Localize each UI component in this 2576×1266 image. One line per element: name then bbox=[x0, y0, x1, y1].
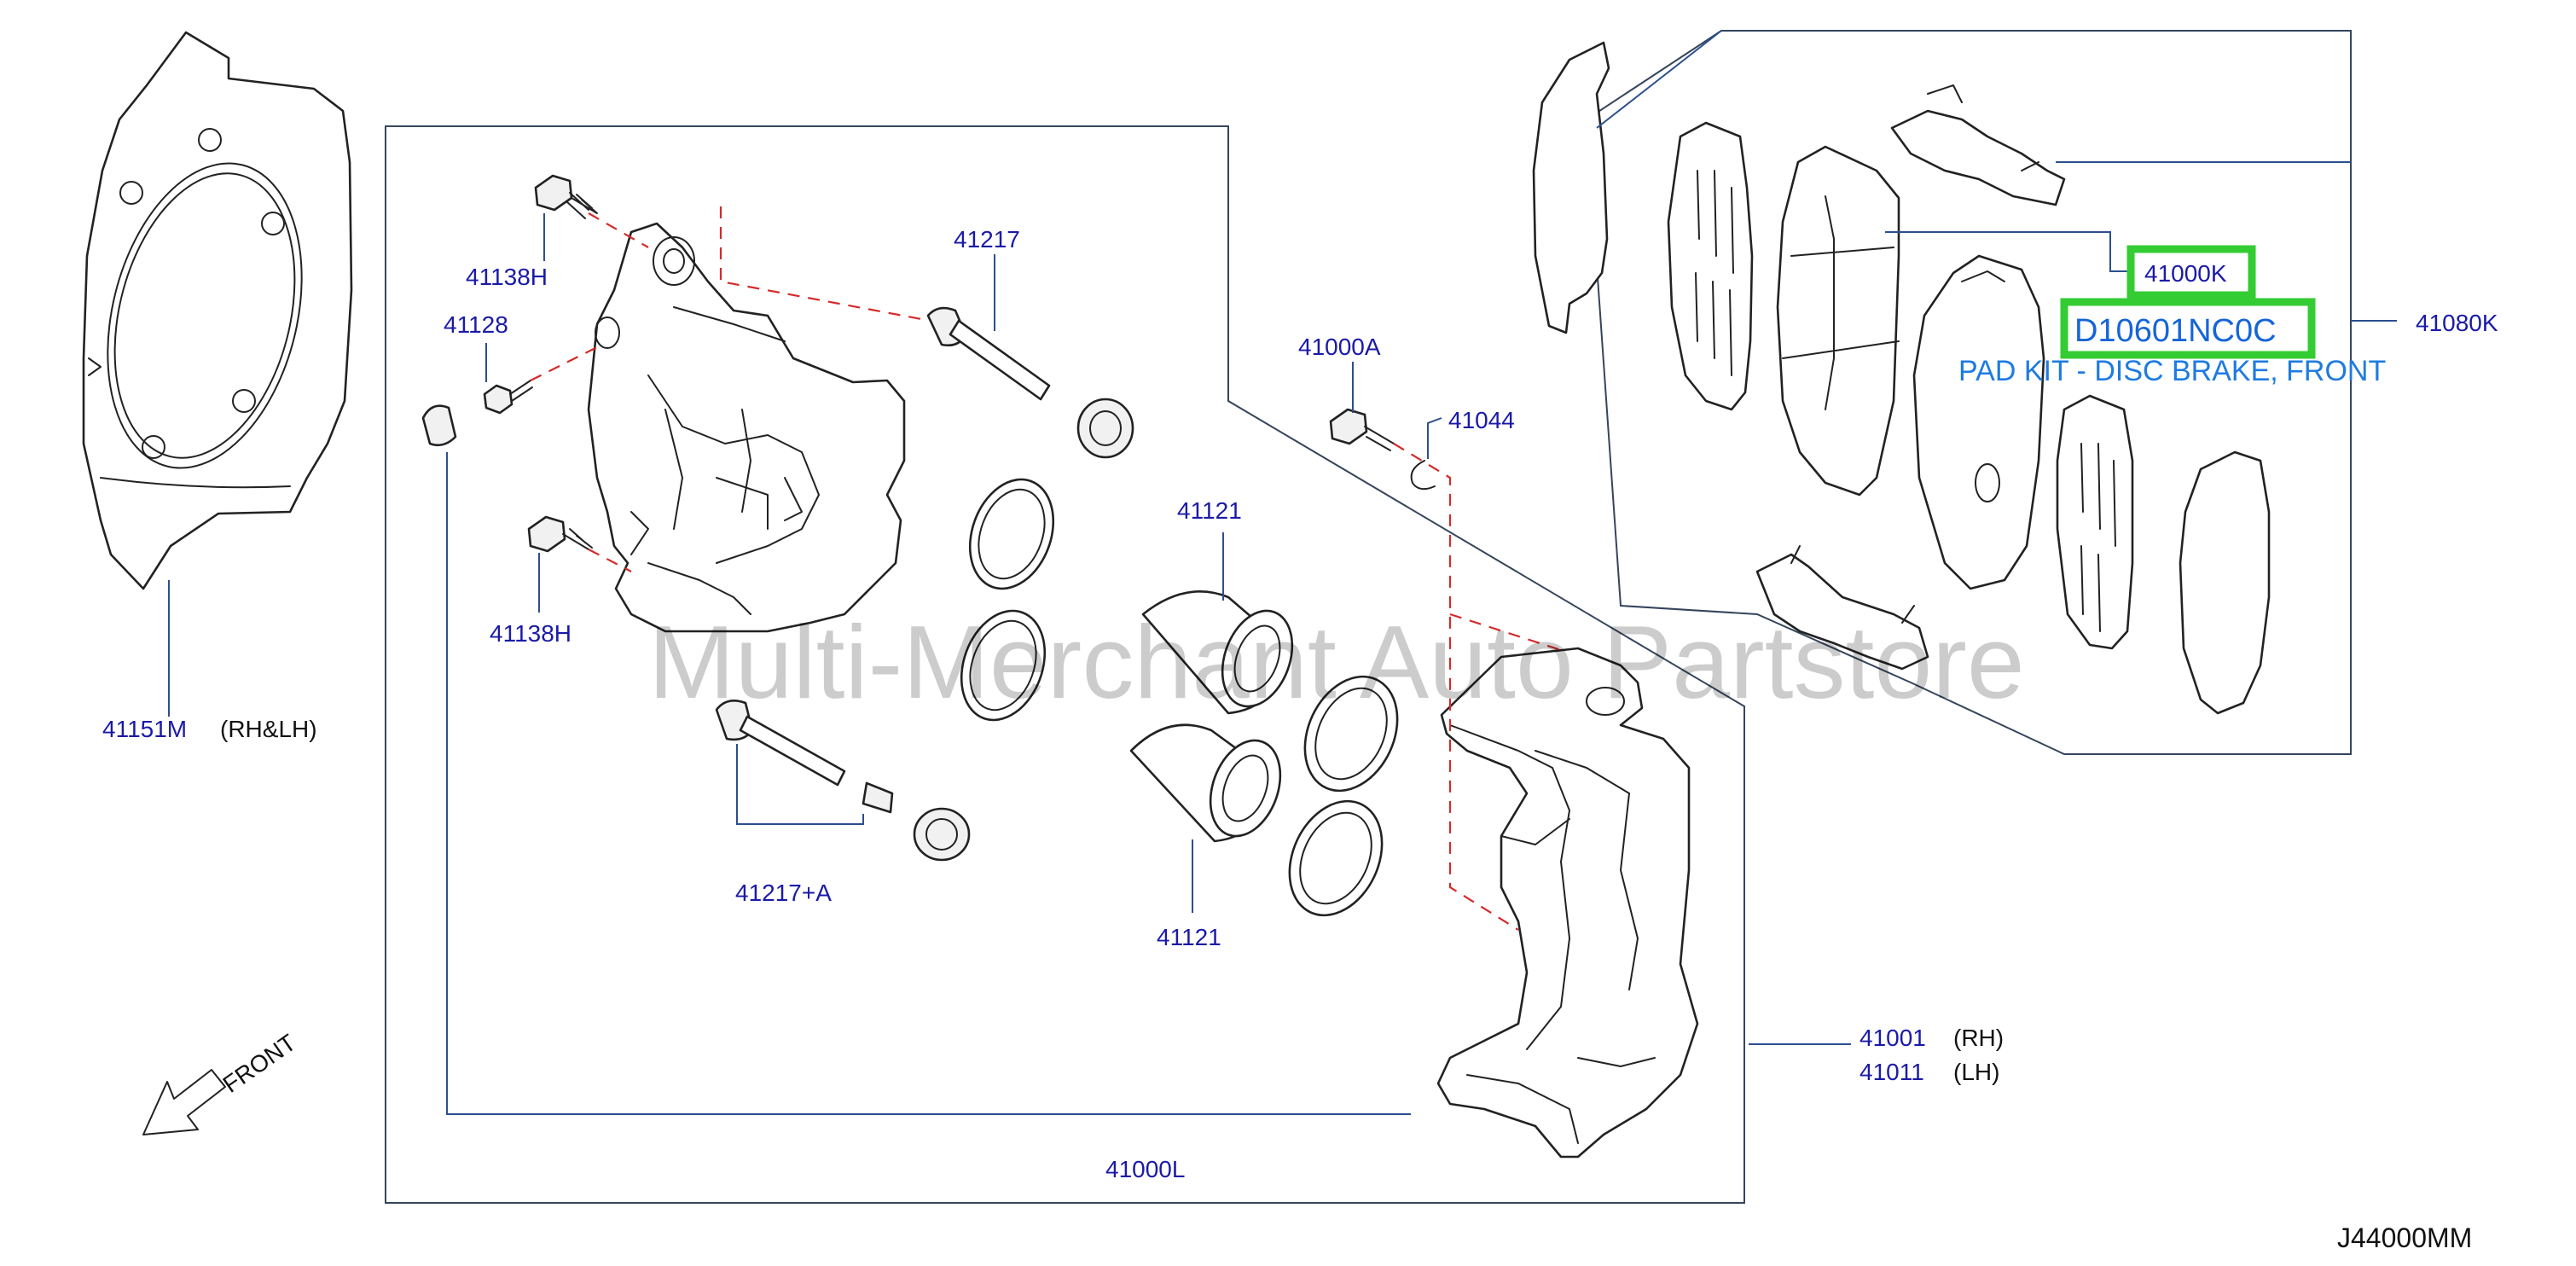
label-41011-note: (LH) bbox=[1953, 1059, 1999, 1085]
dash-41138h-top bbox=[588, 212, 649, 248]
leader-41044 bbox=[1427, 417, 1442, 459]
pad-kit-description: PAD KIT - DISC BRAKE, FRONT bbox=[1958, 355, 2386, 387]
label-41217: 41217 bbox=[954, 226, 1020, 253]
label-41044: 41044 bbox=[1448, 407, 1515, 433]
label-41138h-bottom: 41138H bbox=[490, 620, 571, 647]
diagram-code: J44000MM bbox=[2337, 1222, 2472, 1253]
shim-outer-left bbox=[1532, 41, 1610, 334]
label-41217a: 41217+A bbox=[735, 880, 832, 906]
shim-inner-left bbox=[1667, 121, 1754, 411]
label-41128: 41128 bbox=[444, 311, 508, 338]
label-41011: 41011 bbox=[1859, 1059, 1924, 1085]
seal-ring-upper-left bbox=[968, 478, 1055, 590]
pad-kit-part-number: D10601NC0C bbox=[2074, 313, 2277, 349]
guide-pin-41217a bbox=[715, 700, 894, 814]
backing-plate-41151m bbox=[82, 31, 353, 590]
bolt-41138h-top bbox=[534, 174, 598, 219]
highlight-box-pad-kit bbox=[2060, 298, 2316, 359]
watermark: Multi-Merchant Auto Partstore bbox=[648, 604, 2025, 720]
front-indicator: FRONT bbox=[142, 1029, 301, 1135]
clip-41044 bbox=[1410, 460, 1436, 491]
dash-caliper-pin-top bbox=[719, 206, 922, 321]
seal-ring-lower-left bbox=[960, 609, 1047, 722]
label-41000l: 41000L bbox=[1105, 1156, 1185, 1182]
caliper-bracket bbox=[1436, 647, 1699, 1159]
boot-41217-upper bbox=[1076, 398, 1134, 459]
piston-41121-bottom bbox=[1129, 723, 1282, 843]
label-41121-bottom: 41121 bbox=[1157, 924, 1221, 950]
seal-ring-lower-right bbox=[1288, 799, 1384, 917]
front-label: FRONT bbox=[218, 1029, 301, 1098]
pad-outer bbox=[1776, 145, 1900, 497]
pad-inner bbox=[1912, 254, 2045, 590]
boot-41217-small bbox=[913, 807, 971, 862]
anti-rattle-clip-top bbox=[1890, 84, 2066, 206]
bleeder-41128 bbox=[483, 380, 533, 415]
label-41000k: 41000K bbox=[2144, 260, 2227, 287]
anti-rattle-clip-bottom bbox=[1755, 545, 1929, 671]
shim-outer-right bbox=[2179, 450, 2271, 715]
leader-41000l bbox=[446, 452, 1411, 1115]
dash-41128 bbox=[530, 344, 603, 381]
label-41151m-note: (RH&LH) bbox=[220, 716, 317, 742]
shim-inner-right bbox=[2056, 394, 2134, 650]
callout-41000k[interactable]: 41000K bbox=[2126, 245, 2256, 299]
pad-kit-box bbox=[1585, 30, 2352, 755]
label-41000a: 41000A bbox=[1298, 334, 1381, 360]
leader-pad-kit-top bbox=[1596, 30, 1722, 129]
caliper-kit-box bbox=[385, 125, 1745, 1204]
bolt-41138h-bottom bbox=[527, 515, 593, 553]
label-41121-top: 41121 bbox=[1177, 497, 1242, 524]
callout-pad-kit[interactable]: D10601NC0C bbox=[2060, 298, 2316, 359]
leader-41000k bbox=[1885, 231, 2131, 272]
guide-pin-41217 bbox=[926, 306, 1051, 401]
leader-41217a bbox=[736, 744, 864, 825]
seal-ring-upper-right bbox=[1303, 675, 1399, 793]
bolt-41000a bbox=[1329, 408, 1395, 451]
dash-41138h-bottom bbox=[588, 549, 632, 572]
front-arrow-icon bbox=[142, 1069, 226, 1135]
bleeder-cap bbox=[421, 404, 457, 447]
label-41138h-top: 41138H bbox=[466, 264, 548, 290]
caliper-housing bbox=[587, 222, 906, 633]
label-41080k: 41080K bbox=[2416, 310, 2498, 336]
piston-41121-top bbox=[1141, 590, 1294, 715]
label-41001-note: (RH) bbox=[1953, 1025, 2004, 1051]
dash-41000a bbox=[1393, 443, 1519, 931]
label-41001: 41001 bbox=[1859, 1025, 1926, 1051]
label-41151m: 41151M bbox=[102, 716, 187, 742]
highlight-box-41000k bbox=[2126, 245, 2256, 299]
